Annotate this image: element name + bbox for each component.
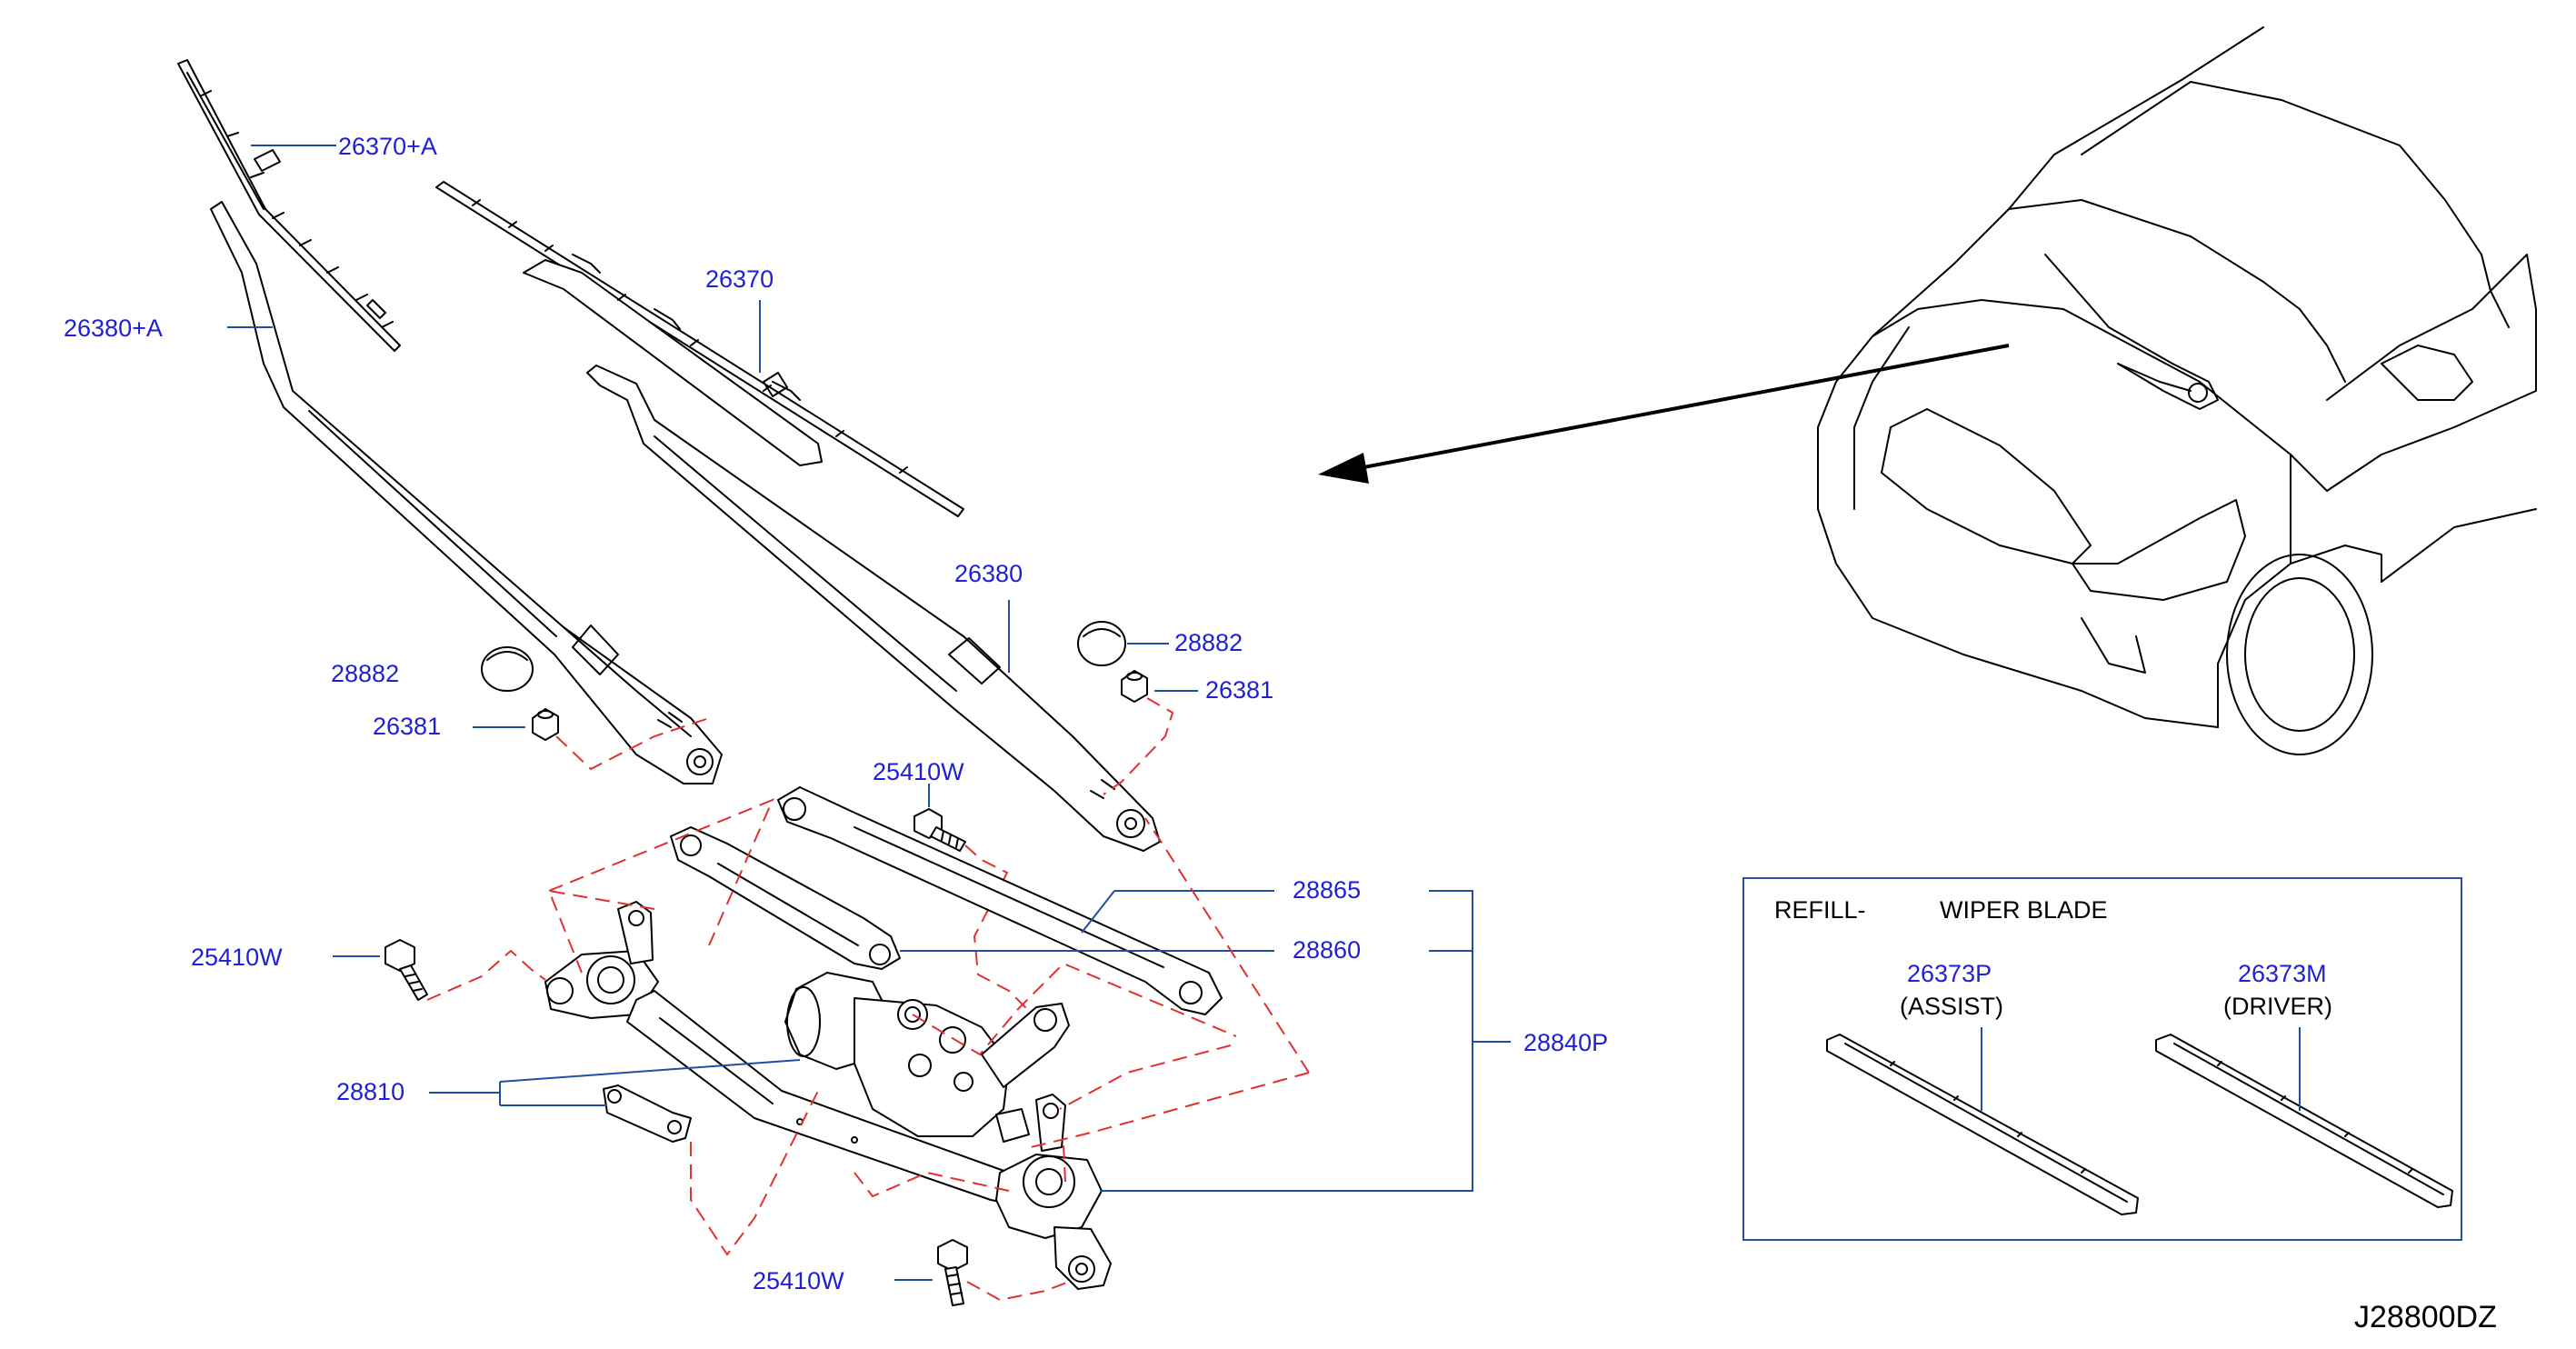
- link-rod-28865: [777, 786, 1223, 1015]
- label-26370A: 26370+A: [338, 133, 437, 160]
- bolt-bottom: [937, 1239, 968, 1306]
- refill-strip-driver: [2155, 1034, 2453, 1208]
- refill-strip-assist: [1826, 1034, 2139, 1215]
- dash-26381-right: [1103, 697, 1174, 795]
- label-26370: 26370: [705, 265, 774, 293]
- dash-25410W-top: [964, 844, 1028, 1010]
- label-28860: 28860: [1293, 936, 1361, 964]
- dash-26381-left: [555, 717, 710, 771]
- refill-box: REFILL- WIPER BLADE 26373P (ASSIST) 2637…: [1742, 877, 2462, 1241]
- label-26373P: 26373P: [1907, 960, 1992, 987]
- refill-prefix: REFILL-: [1774, 896, 1866, 924]
- dash-assy-1: [547, 889, 655, 974]
- label-26380: 26380: [954, 560, 1023, 587]
- leader-28865-a: [1081, 890, 1115, 934]
- label-26373M: 26373M: [2238, 960, 2327, 987]
- label-26380A: 26380+A: [64, 315, 163, 342]
- label-assist: (ASSIST): [1900, 993, 2003, 1020]
- bolt-left: [384, 939, 428, 1001]
- nut-right: [1121, 670, 1148, 703]
- car-illustration: [1817, 26, 2537, 755]
- wiper-arm-assist: [586, 365, 1161, 852]
- label-26381-right: 26381: [1205, 676, 1273, 704]
- label-28840P: 28840P: [1523, 1029, 1608, 1056]
- pivot-cap-left: [481, 646, 534, 692]
- label-28865: 28865: [1293, 876, 1361, 904]
- location-arrow: [1318, 344, 2010, 484]
- diagram-code: J28800DZ: [2354, 1300, 2497, 1334]
- wiper-arm-driver: [210, 201, 723, 784]
- label-28882-left: 28882: [331, 660, 399, 687]
- wiper-linkage-frame: [544, 901, 1112, 1290]
- nut-left: [532, 708, 559, 741]
- dash-assy-4: [1144, 817, 1310, 1074]
- dash-assy-9: [1063, 1144, 1066, 1183]
- label-28882-right: 28882: [1174, 629, 1243, 656]
- leader-28810-a: [499, 1059, 801, 1083]
- label-25410W-top: 25410W: [873, 758, 964, 785]
- pivot-cap-right: [1077, 621, 1126, 666]
- wiper-blade-driver: [177, 59, 401, 352]
- dash-25410W-left: [426, 949, 546, 1001]
- label-26381-left: 26381: [373, 713, 441, 740]
- dash-assy-7: [690, 1090, 819, 1256]
- label-28810: 28810: [336, 1078, 404, 1105]
- dash-25410W-bottom: [966, 1281, 1070, 1302]
- dash-assy-3: [912, 962, 1237, 1056]
- bolt-top: [914, 808, 966, 852]
- wiper-blade-assist: [435, 181, 964, 517]
- label-driver: (DRIVER): [2223, 993, 2332, 1020]
- dash-assy-5: [1030, 1072, 1310, 1148]
- dash-assy-6: [1059, 1044, 1232, 1110]
- dash-assy-2: [548, 798, 774, 946]
- link-rod-28860: [670, 826, 901, 970]
- refill-title: WIPER BLADE: [1940, 896, 2108, 924]
- leader-28840P-bracket: [1100, 890, 1473, 1192]
- label-25410W-bottom: 25410W: [753, 1267, 844, 1294]
- label-25410W-left: 25410W: [191, 944, 283, 971]
